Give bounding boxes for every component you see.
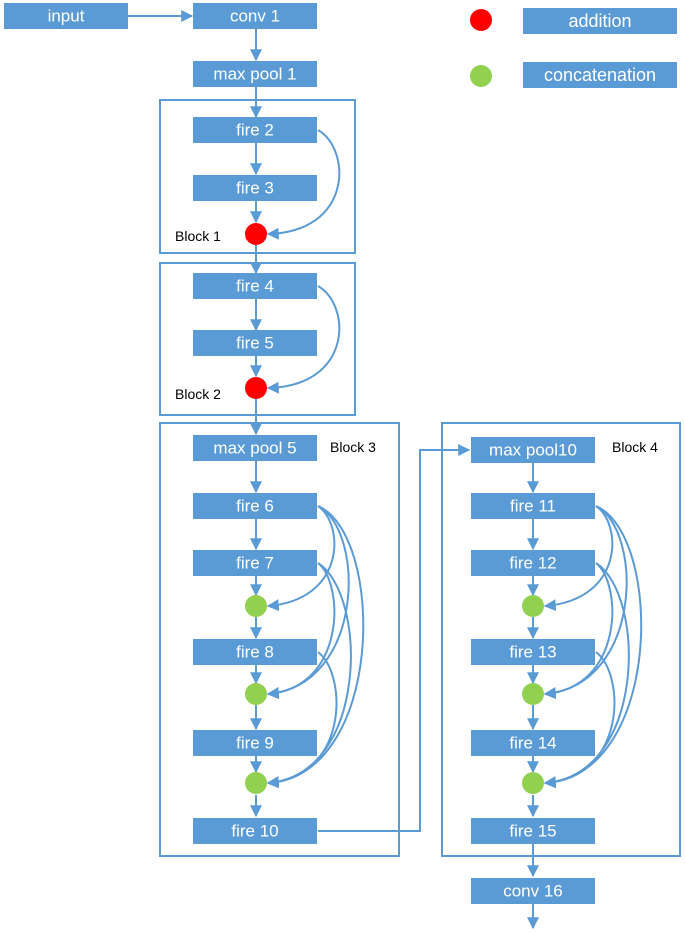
node-fire3: fire 3 bbox=[236, 179, 274, 198]
operation-nodes bbox=[245, 223, 544, 794]
node-fire15-box bbox=[471, 818, 595, 844]
node-fire13-box bbox=[471, 639, 595, 665]
node-conv1: conv 1 bbox=[230, 7, 280, 26]
node-maxpool1-box bbox=[193, 61, 317, 87]
node-fire14: fire 14 bbox=[509, 734, 556, 753]
concat-node-block3-3 bbox=[245, 772, 267, 794]
node-maxpool10-box bbox=[471, 437, 595, 463]
node-fire6: fire 6 bbox=[236, 497, 274, 516]
addition-node-block1 bbox=[245, 223, 267, 245]
block-4-label: Block 4 bbox=[612, 439, 658, 455]
node-maxpool5: max pool 5 bbox=[213, 439, 296, 458]
node-fire11: fire 11 bbox=[510, 497, 556, 516]
layer-nodes: input conv 1 max pool 1 fire 2 fire 3 fi… bbox=[4, 3, 595, 904]
node-fire3-box bbox=[193, 175, 317, 201]
skip-fire11-cat5 bbox=[543, 505, 628, 699]
node-conv16: conv 16 bbox=[503, 882, 563, 901]
node-conv16-box bbox=[471, 878, 595, 904]
concat-node-block4-1 bbox=[522, 595, 544, 617]
node-maxpool5-box bbox=[193, 435, 317, 461]
node-fire6-box bbox=[193, 493, 317, 519]
node-fire11-box bbox=[471, 493, 595, 519]
node-fire7-box bbox=[193, 550, 317, 576]
concat-node-block4-2 bbox=[522, 683, 544, 705]
skip-fire7-cat2 bbox=[266, 562, 336, 700]
node-fire10: fire 10 bbox=[231, 822, 278, 841]
node-fire5-box bbox=[193, 330, 317, 356]
skip-fire13-cat6 bbox=[543, 651, 616, 789]
skip-fire8-cat3 bbox=[266, 651, 338, 789]
node-maxpool1: max pool 1 bbox=[213, 65, 296, 84]
node-fire4: fire 4 bbox=[236, 277, 274, 296]
skip-fire7-cat3 bbox=[266, 562, 352, 789]
node-fire2: fire 2 bbox=[236, 121, 274, 140]
node-fire12-box bbox=[471, 550, 595, 576]
concat-node-block3-2 bbox=[245, 683, 267, 705]
node-fire10-box bbox=[193, 818, 317, 844]
block-1-container bbox=[159, 99, 356, 254]
skip-fire6-cat1 bbox=[266, 505, 336, 612]
node-input-box bbox=[4, 3, 128, 29]
skip-fire12-cat6 bbox=[543, 562, 630, 789]
node-fire2-box bbox=[193, 117, 317, 143]
skip-fire12-cat5 bbox=[543, 562, 614, 700]
legend-addition-box bbox=[523, 8, 677, 34]
legend-addition-swatch bbox=[470, 9, 492, 31]
legend-addition-label: addition bbox=[568, 11, 631, 31]
node-fire5: fire 5 bbox=[236, 334, 274, 353]
legend-concatenation-box bbox=[523, 62, 677, 88]
skip-connections bbox=[266, 129, 643, 789]
skip-fire11-cat4 bbox=[543, 505, 614, 612]
node-maxpool10: max pool10 bbox=[489, 441, 577, 460]
edges bbox=[128, 10, 539, 930]
addition-node-block2 bbox=[245, 377, 267, 399]
concat-node-block3-1 bbox=[245, 595, 267, 617]
edge-fire10-maxpool10 bbox=[318, 444, 471, 832]
node-fire8: fire 8 bbox=[236, 643, 274, 662]
block-4-container bbox=[441, 422, 681, 857]
node-fire7: fire 7 bbox=[236, 554, 274, 573]
node-fire8-box bbox=[193, 639, 317, 665]
node-fire12: fire 12 bbox=[509, 554, 556, 573]
legend: addition concatenation bbox=[470, 8, 677, 88]
skip-fire6-cat2 bbox=[266, 505, 350, 699]
concat-node-block4-3 bbox=[522, 772, 544, 794]
block-1-label: Block 1 bbox=[175, 228, 221, 244]
node-fire15: fire 15 bbox=[509, 822, 556, 841]
node-conv1-box bbox=[193, 3, 317, 29]
node-input: input bbox=[48, 7, 85, 26]
node-fire4-box bbox=[193, 273, 317, 299]
node-fire13: fire 13 bbox=[509, 643, 556, 662]
block-3-label: Block 3 bbox=[330, 439, 376, 455]
block-3-container bbox=[159, 422, 400, 857]
block-2-label: Block 2 bbox=[175, 386, 221, 402]
node-fire9: fire 9 bbox=[236, 734, 274, 753]
skip-fire2-add1 bbox=[266, 129, 341, 240]
node-fire9-box bbox=[193, 730, 317, 756]
skip-fire4-add2 bbox=[266, 285, 341, 394]
legend-concatenation-label: concatenation bbox=[544, 65, 656, 85]
node-fire14-box bbox=[471, 730, 595, 756]
legend-concatenation-swatch bbox=[470, 65, 492, 87]
